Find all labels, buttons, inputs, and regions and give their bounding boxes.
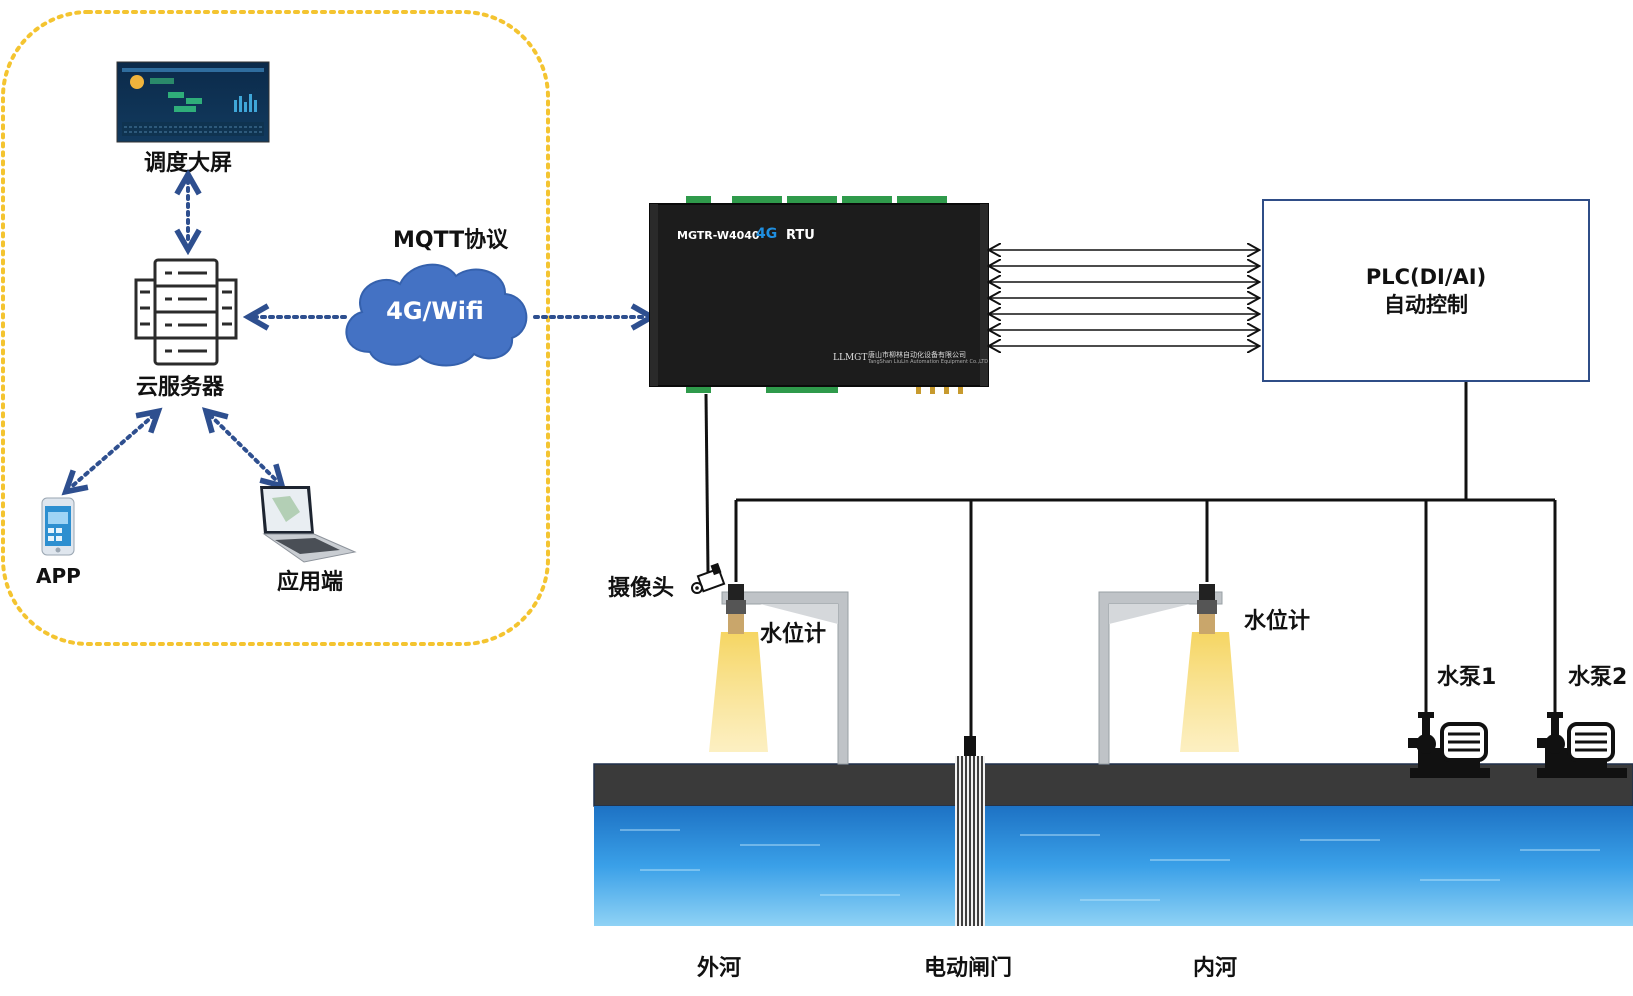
network-label: 4G/Wifi [386, 297, 484, 325]
gate-icon [955, 736, 985, 926]
water-level-sensor-icon [1098, 584, 1239, 765]
outer-river-label: 外河 [697, 956, 742, 981]
cloud-zone-border [1, 10, 550, 646]
pump-2-label: 水泵2 [1568, 665, 1628, 690]
field-wiring [704, 382, 1557, 738]
smartphone-icon [41, 497, 75, 556]
rtu-company-en: TangShan LiuLin Automation Equipment Co.… [868, 359, 989, 365]
plc-title: PLC(DI/AI) [1365, 264, 1487, 289]
client-label: 应用端 [277, 570, 344, 595]
river-water [594, 806, 1633, 926]
water-gauge-2-label: 水位计 [1244, 609, 1311, 634]
rtu-brand: LLMGT [833, 353, 868, 363]
pump-1-label: 水泵1 [1437, 665, 1497, 690]
water-pump-icon [1408, 712, 1490, 778]
inner-river-label: 内河 [1193, 956, 1238, 981]
laptop-icon [260, 486, 357, 563]
rtu-company-cn: 唐山市柳林自动化设备有限公司 [868, 351, 966, 359]
server-app-link [70, 415, 154, 488]
gate-label: 电动闸门 [924, 956, 1013, 981]
server-client-link [210, 415, 278, 482]
rtu-type: RTU [786, 228, 815, 243]
rtu-plc-signal-lines [990, 250, 1258, 346]
rtu-device [649, 196, 989, 394]
cloud-icon [345, 263, 528, 367]
monitor-dashboard-icon [116, 61, 270, 143]
server-rack-icon [134, 258, 238, 366]
camera-icon [691, 562, 726, 594]
protocol-label: MQTT协议 [393, 228, 509, 253]
app-label: APP [36, 564, 81, 588]
camera-label: 摄像头 [608, 576, 675, 601]
cloud-server-label: 云服务器 [136, 375, 225, 400]
water-gauge-1-label: 水位计 [760, 622, 827, 647]
link-arrows [70, 180, 646, 488]
water-level-sensor-icon [709, 584, 849, 765]
rtu-model: MGTR-W4040 [677, 229, 760, 242]
plc-subtitle: 自动控制 [1384, 292, 1468, 317]
plc-box: PLC(DI/AI) 自动控制 [1262, 199, 1590, 382]
rtu-network: 4G [756, 226, 777, 242]
water-pump-icon [1537, 712, 1627, 778]
water-ripples [620, 829, 1600, 901]
dispatch-screen-label: 调度大屏 [144, 151, 233, 176]
rtu-network-text: 4G [756, 226, 778, 242]
